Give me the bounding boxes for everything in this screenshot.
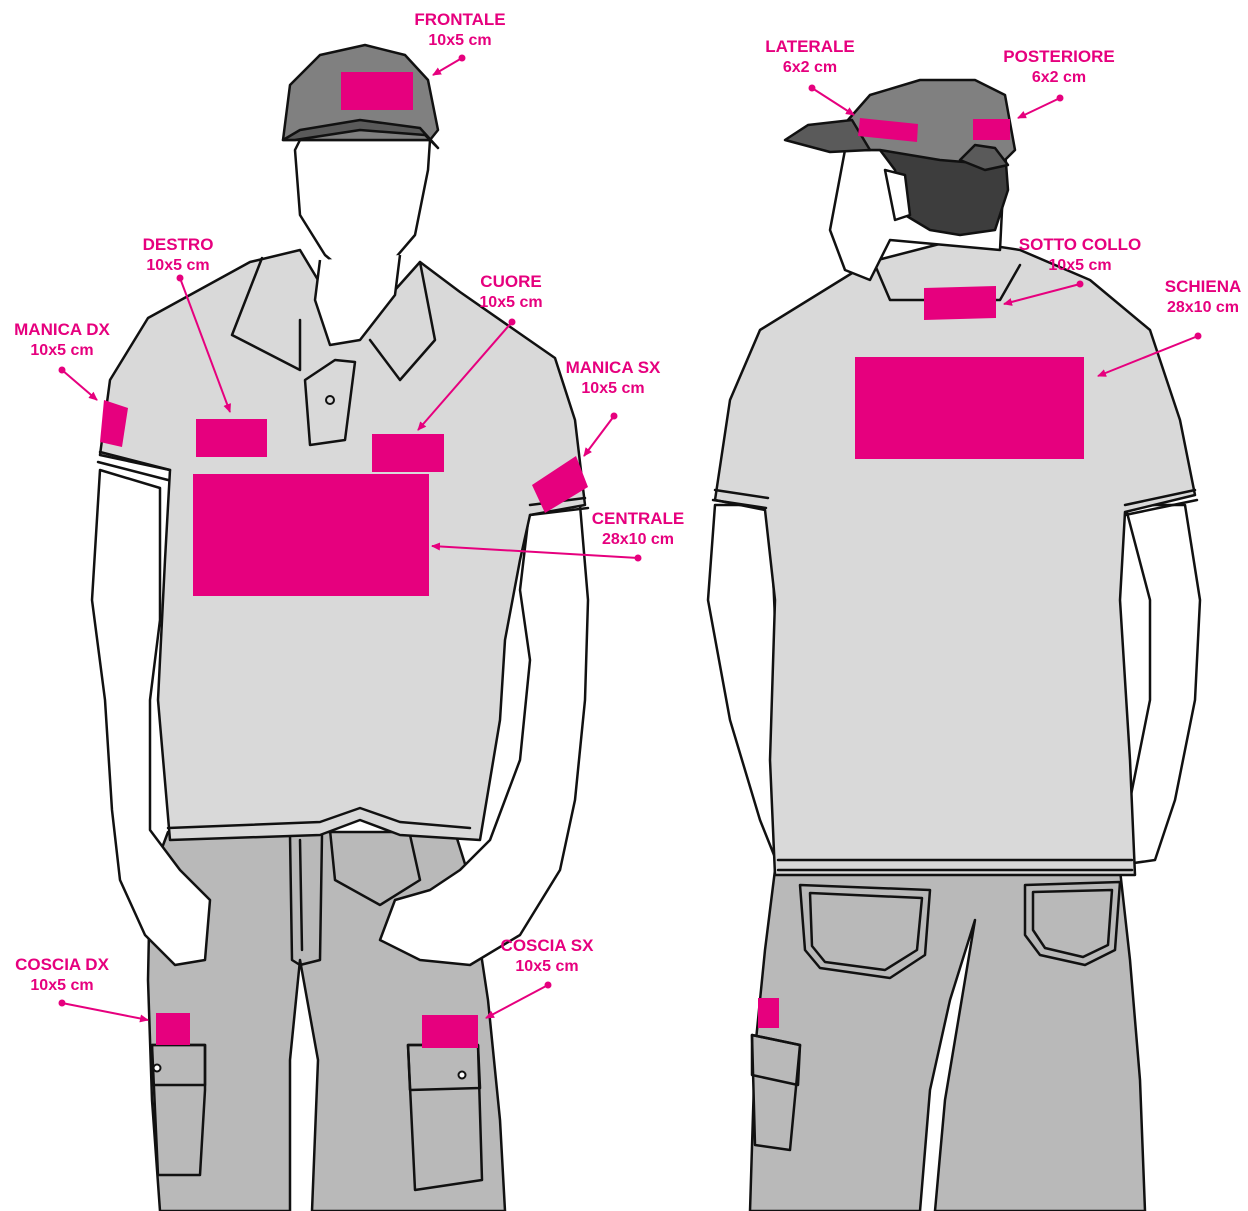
label-schiena-name: SCHIENA (1165, 277, 1242, 296)
label-destro-size: 10x5 cm (146, 257, 209, 274)
zone-coscia-sx (422, 1015, 478, 1048)
label-frontale-size: 10x5 cm (428, 32, 491, 49)
back-left-pocket (1025, 882, 1120, 965)
label-coscia-sx-name: COSCIA SX (501, 936, 595, 955)
label-coscia-sx-size: 10x5 cm (515, 958, 578, 975)
label-manica-dx-size: 10x5 cm (30, 342, 93, 359)
label-posteriore-name: POSTERIORE (1003, 47, 1114, 66)
label-laterale-name: LATERALE (765, 37, 854, 56)
zone-sotto-collo (924, 286, 996, 320)
label-cuore-name: CUORE (480, 272, 541, 291)
label-centrale-size: 28x10 cm (602, 531, 674, 548)
label-sotto-collo-size: 10x5 cm (1048, 257, 1111, 274)
back-right-pocket (800, 885, 930, 978)
back-shirt (715, 240, 1195, 875)
zone-posteriore (973, 119, 1010, 140)
label-manica-sx-name: MANICA SX (566, 358, 661, 377)
label-laterale-size: 6x2 cm (783, 59, 837, 76)
label-centrale-name: CENTRALE (592, 509, 685, 528)
zone-coscia-dx (156, 1013, 190, 1045)
label-cuore-size: 10x5 cm (479, 294, 542, 311)
label-frontale-name: FRONTALE (414, 10, 505, 29)
zone-cuore (372, 434, 444, 472)
label-posteriore-size: 6x2 cm (1032, 69, 1086, 86)
zone-back-coscia (758, 998, 779, 1028)
zone-frontale (341, 72, 413, 110)
zone-schiena (855, 357, 1084, 459)
label-manica-sx-size: 10x5 cm (581, 380, 644, 397)
label-coscia-dx-name: COSCIA DX (15, 955, 109, 974)
zone-centrale (193, 474, 429, 596)
front-left-cargo-pocket (408, 1045, 482, 1190)
label-sotto-collo-name: SOTTO COLLO (1019, 235, 1141, 254)
label-manica-dx-name: MANICA DX (14, 320, 110, 339)
front-right-cargo-pocket (152, 1045, 205, 1175)
label-destro-name: DESTRO (143, 235, 214, 254)
label-coscia-dx-size: 10x5 cm (30, 977, 93, 994)
back-cargo-pocket (752, 1035, 800, 1150)
zone-destro (196, 419, 267, 457)
label-schiena-size: 28x10 cm (1167, 299, 1239, 316)
